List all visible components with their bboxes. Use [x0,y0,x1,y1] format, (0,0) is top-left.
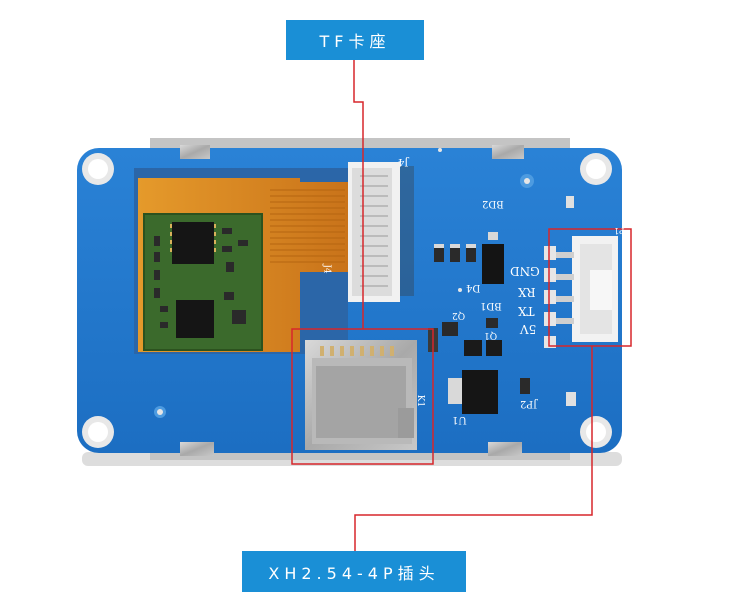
frame-tabs [180,145,524,456]
vias [154,148,534,418]
tf-leader-line [353,60,364,329]
pin-label-tx: TX [518,304,535,318]
silk-jp2: JP2 [520,398,538,409]
tf-card-slot-callout: TF卡座 [286,20,424,60]
xh-leader-line [354,346,593,551]
right-components [428,196,576,414]
mounting-holes [82,153,612,448]
board-model-label: TJC3224T124_011 [59,228,77,369]
pin-label-gnd: GND [510,264,540,278]
xh-highlight-box [548,228,632,347]
xh-connector-callout: XH2.54-4P插头 [242,551,466,592]
diode-d4 [482,244,504,284]
pin-label-rx: RX [518,285,536,299]
ic-chip-1 [172,222,214,264]
flex-traces [270,189,345,263]
ic-chip-2 [176,300,214,338]
silk-k1: K1 [415,394,426,408]
silk-q2: Q2 [452,310,466,320]
silk-j4: J4 [398,156,409,167]
pin-label-5v: 5V [520,322,537,336]
silk-q1: Q1 [484,330,498,340]
regulator-u1 [462,370,498,414]
solder-pads [170,224,216,252]
silk-bd1: BD1 [480,300,502,311]
silk-j4-flex: J4 [321,264,332,274]
callout-lines [291,60,632,551]
silk-bd2: BD2 [482,198,504,209]
silk-u1: U1 [452,414,467,425]
silk-d4: D4 [466,282,481,293]
smd-parts-left [154,228,248,328]
xh-connector [544,236,618,348]
silk-p1: P1 [614,226,625,235]
tf-card-slot [305,340,417,450]
